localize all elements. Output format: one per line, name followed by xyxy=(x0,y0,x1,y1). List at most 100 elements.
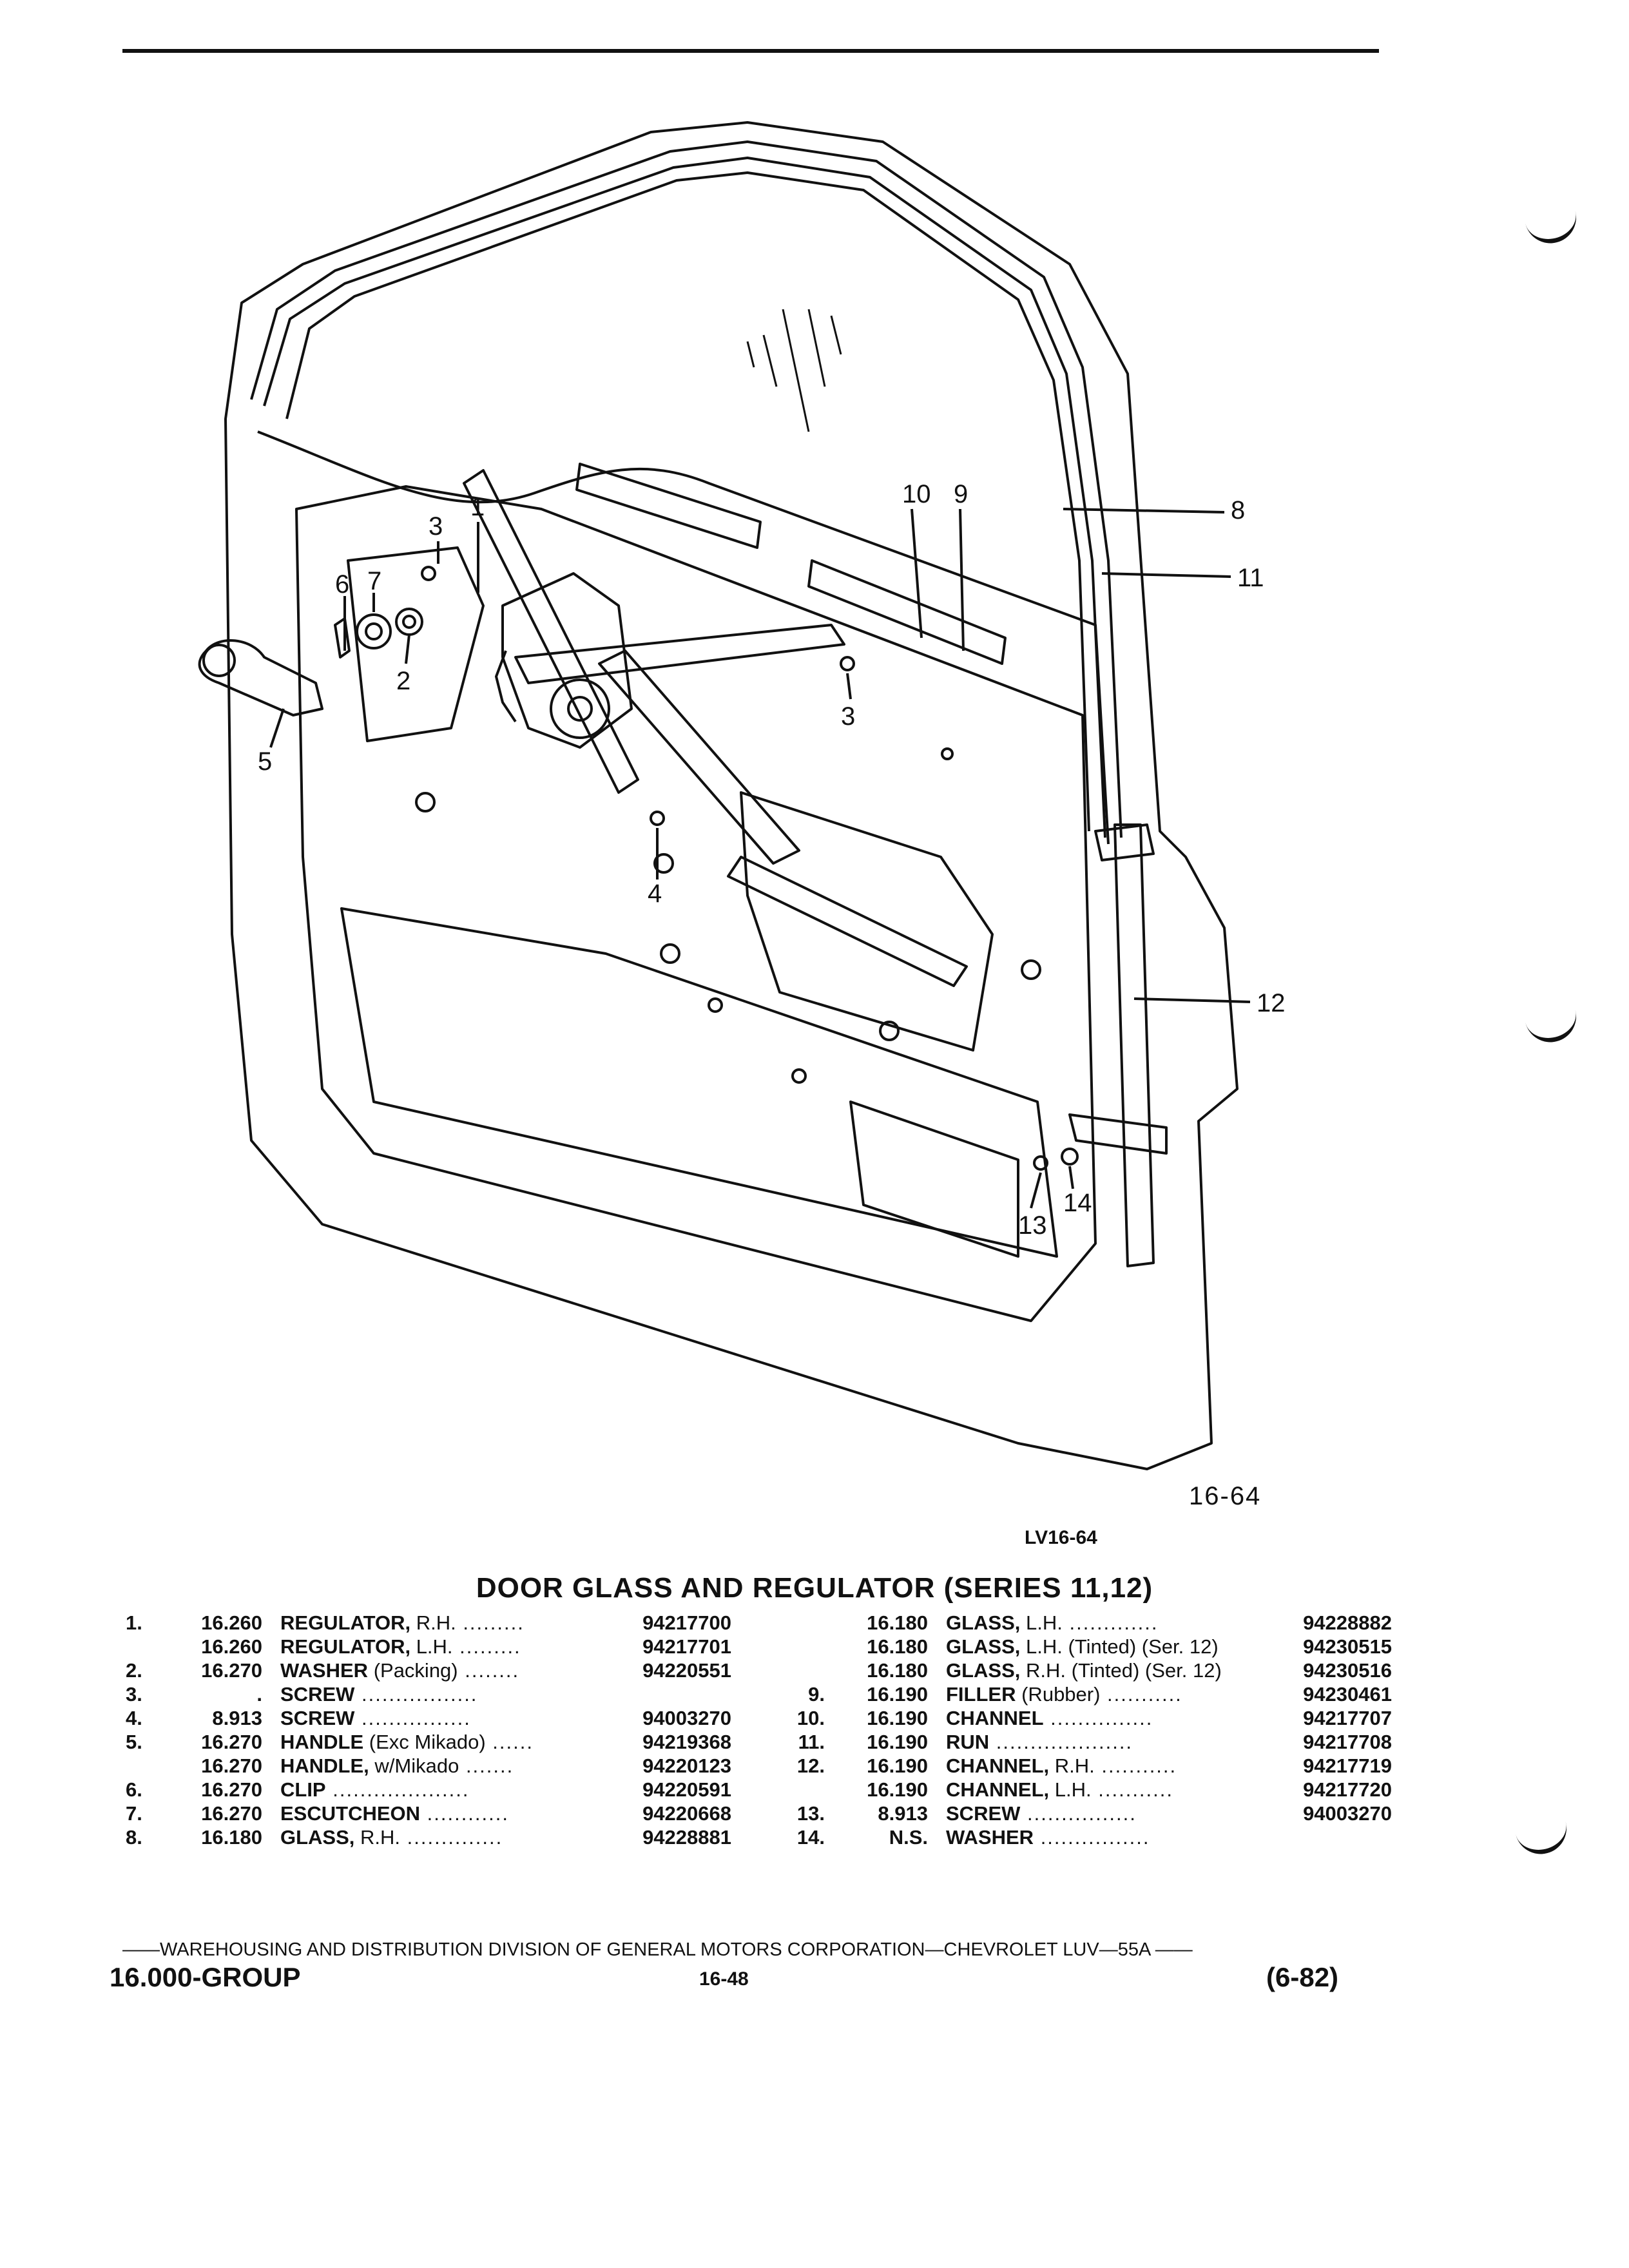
group-number: 16.270 xyxy=(201,1778,262,1801)
leader-dots: ....... xyxy=(459,1754,514,1777)
leader-dots: ........... xyxy=(1100,1683,1182,1706)
group-number: 8.913 xyxy=(212,1707,262,1729)
group-number: 16.180 xyxy=(867,1635,928,1658)
item-number: 7. xyxy=(126,1802,142,1825)
panel-cutout-mid xyxy=(740,791,994,1052)
group-number: 16.270 xyxy=(201,1731,262,1753)
part-description: REGULATOR, R.H. ......... xyxy=(280,1611,642,1635)
part-modifier: (Packing) xyxy=(368,1659,458,1682)
callout-6: 6 xyxy=(335,570,349,599)
item-number: 1. xyxy=(126,1611,142,1634)
group-number: 16.190 xyxy=(867,1683,928,1706)
washer xyxy=(395,608,423,636)
leader-dots: .............. xyxy=(400,1826,503,1849)
part-name: REGULATOR, xyxy=(280,1611,411,1634)
door-outer-shell xyxy=(224,121,1239,1470)
part-name: REGULATOR, xyxy=(280,1635,411,1658)
callout-11: 11 xyxy=(1237,564,1264,592)
part-number: 94228882 xyxy=(1303,1611,1392,1634)
figure-code: LV16-64 xyxy=(1025,1527,1097,1548)
leader-dots: ............ xyxy=(420,1802,509,1825)
footer-group: 16.000-GROUP xyxy=(110,1962,301,1992)
part-modifier: (Exc Mikado) xyxy=(363,1731,486,1753)
callout-14: 14 xyxy=(1063,1189,1092,1217)
part-number: 94003270 xyxy=(642,1707,731,1729)
part-number: 94217720 xyxy=(1303,1778,1392,1801)
item-number xyxy=(773,1611,833,1635)
footer-page-number: 16-48 xyxy=(699,1968,749,1990)
binding-mark xyxy=(1514,1818,1572,1860)
door-diagram: 8 11 12 3 1 6 7 2 5 3 4 4 9 10 9 13 14 xyxy=(198,121,1286,1470)
item-number: 2. xyxy=(126,1659,142,1682)
group-number: 16.180 xyxy=(867,1659,928,1682)
part-number: 94219368 xyxy=(642,1731,731,1753)
callout-8: 8 xyxy=(1231,496,1245,524)
part-number: 94220591 xyxy=(642,1778,731,1801)
item-number: 4. xyxy=(126,1707,142,1729)
regulator-sector-gear xyxy=(495,650,517,723)
washer-rear-channel xyxy=(1061,1148,1079,1166)
escutcheon-inner xyxy=(365,622,383,640)
part-description: GLASS, R.H. (Tinted) (Ser. 12) xyxy=(946,1658,1303,1682)
clip xyxy=(334,617,351,658)
part-description: HANDLE (Exc Mikado) ...... xyxy=(280,1730,642,1754)
part-modifier: R.H. (Tinted) (Ser. 12) xyxy=(1020,1659,1222,1682)
item-number xyxy=(773,1635,833,1658)
part-number: 94230461 xyxy=(1303,1683,1392,1706)
callout-9: 9 xyxy=(954,480,968,508)
regulator-gear-drum xyxy=(550,678,610,739)
glass-channel-front xyxy=(575,463,762,549)
part-description: GLASS, L.H. (Tinted) (Ser. 12) xyxy=(946,1635,1303,1658)
group-number: 16.270 xyxy=(201,1754,262,1777)
screw-channel xyxy=(840,656,855,671)
item-number: 11. xyxy=(798,1731,825,1753)
group-number: N.S. xyxy=(889,1826,928,1849)
leader-dots: ............... xyxy=(1043,1707,1153,1729)
part-modifier: L.H. (Tinted) (Ser. 12) xyxy=(1020,1635,1219,1658)
group-number: 16.180 xyxy=(201,1826,262,1849)
part-name: SCREW xyxy=(946,1802,1021,1825)
rear-channel-bracket-low xyxy=(1068,1113,1168,1155)
inner-panel xyxy=(295,485,1097,1322)
item-number xyxy=(773,1658,833,1682)
regulator-arm-lower xyxy=(727,856,968,987)
part-description: SCREW ................ xyxy=(280,1706,642,1730)
window-handle-knob xyxy=(202,644,236,677)
leader-dots: ................ xyxy=(1034,1826,1150,1849)
part-name: WASHER xyxy=(280,1659,369,1682)
leader-dots: .................... xyxy=(325,1778,470,1801)
part-description: GLASS, L.H. ............. xyxy=(946,1611,1303,1635)
item-number: 9. xyxy=(808,1683,825,1706)
part-name: CHANNEL, xyxy=(946,1778,1050,1801)
part-description: SCREW ................ xyxy=(946,1802,1303,1825)
part-description: RUN .................... xyxy=(946,1730,1303,1754)
item-number: 14. xyxy=(796,1826,825,1849)
item-number xyxy=(773,1778,833,1802)
part-description: WASHER ................ xyxy=(946,1825,1392,1849)
part-modifier: L.H. xyxy=(410,1635,453,1658)
part-number: 94217708 xyxy=(1303,1731,1392,1753)
washer-inner xyxy=(402,615,416,629)
glass-run-inner xyxy=(263,157,1106,838)
part-number: 94230515 xyxy=(1303,1635,1392,1658)
callout-10b: 10 xyxy=(902,480,931,508)
regulator-arm-long xyxy=(598,649,800,865)
part-name: GLASS, xyxy=(946,1611,1021,1634)
part-name: GLASS, xyxy=(946,1659,1021,1682)
part-number: 94217701 xyxy=(642,1635,731,1658)
callout-12: 12 xyxy=(1257,989,1286,1017)
glass-channel-rear xyxy=(807,559,1007,665)
inner-panel-recess xyxy=(340,907,1058,1258)
part-number: 94003270 xyxy=(1303,1802,1392,1825)
